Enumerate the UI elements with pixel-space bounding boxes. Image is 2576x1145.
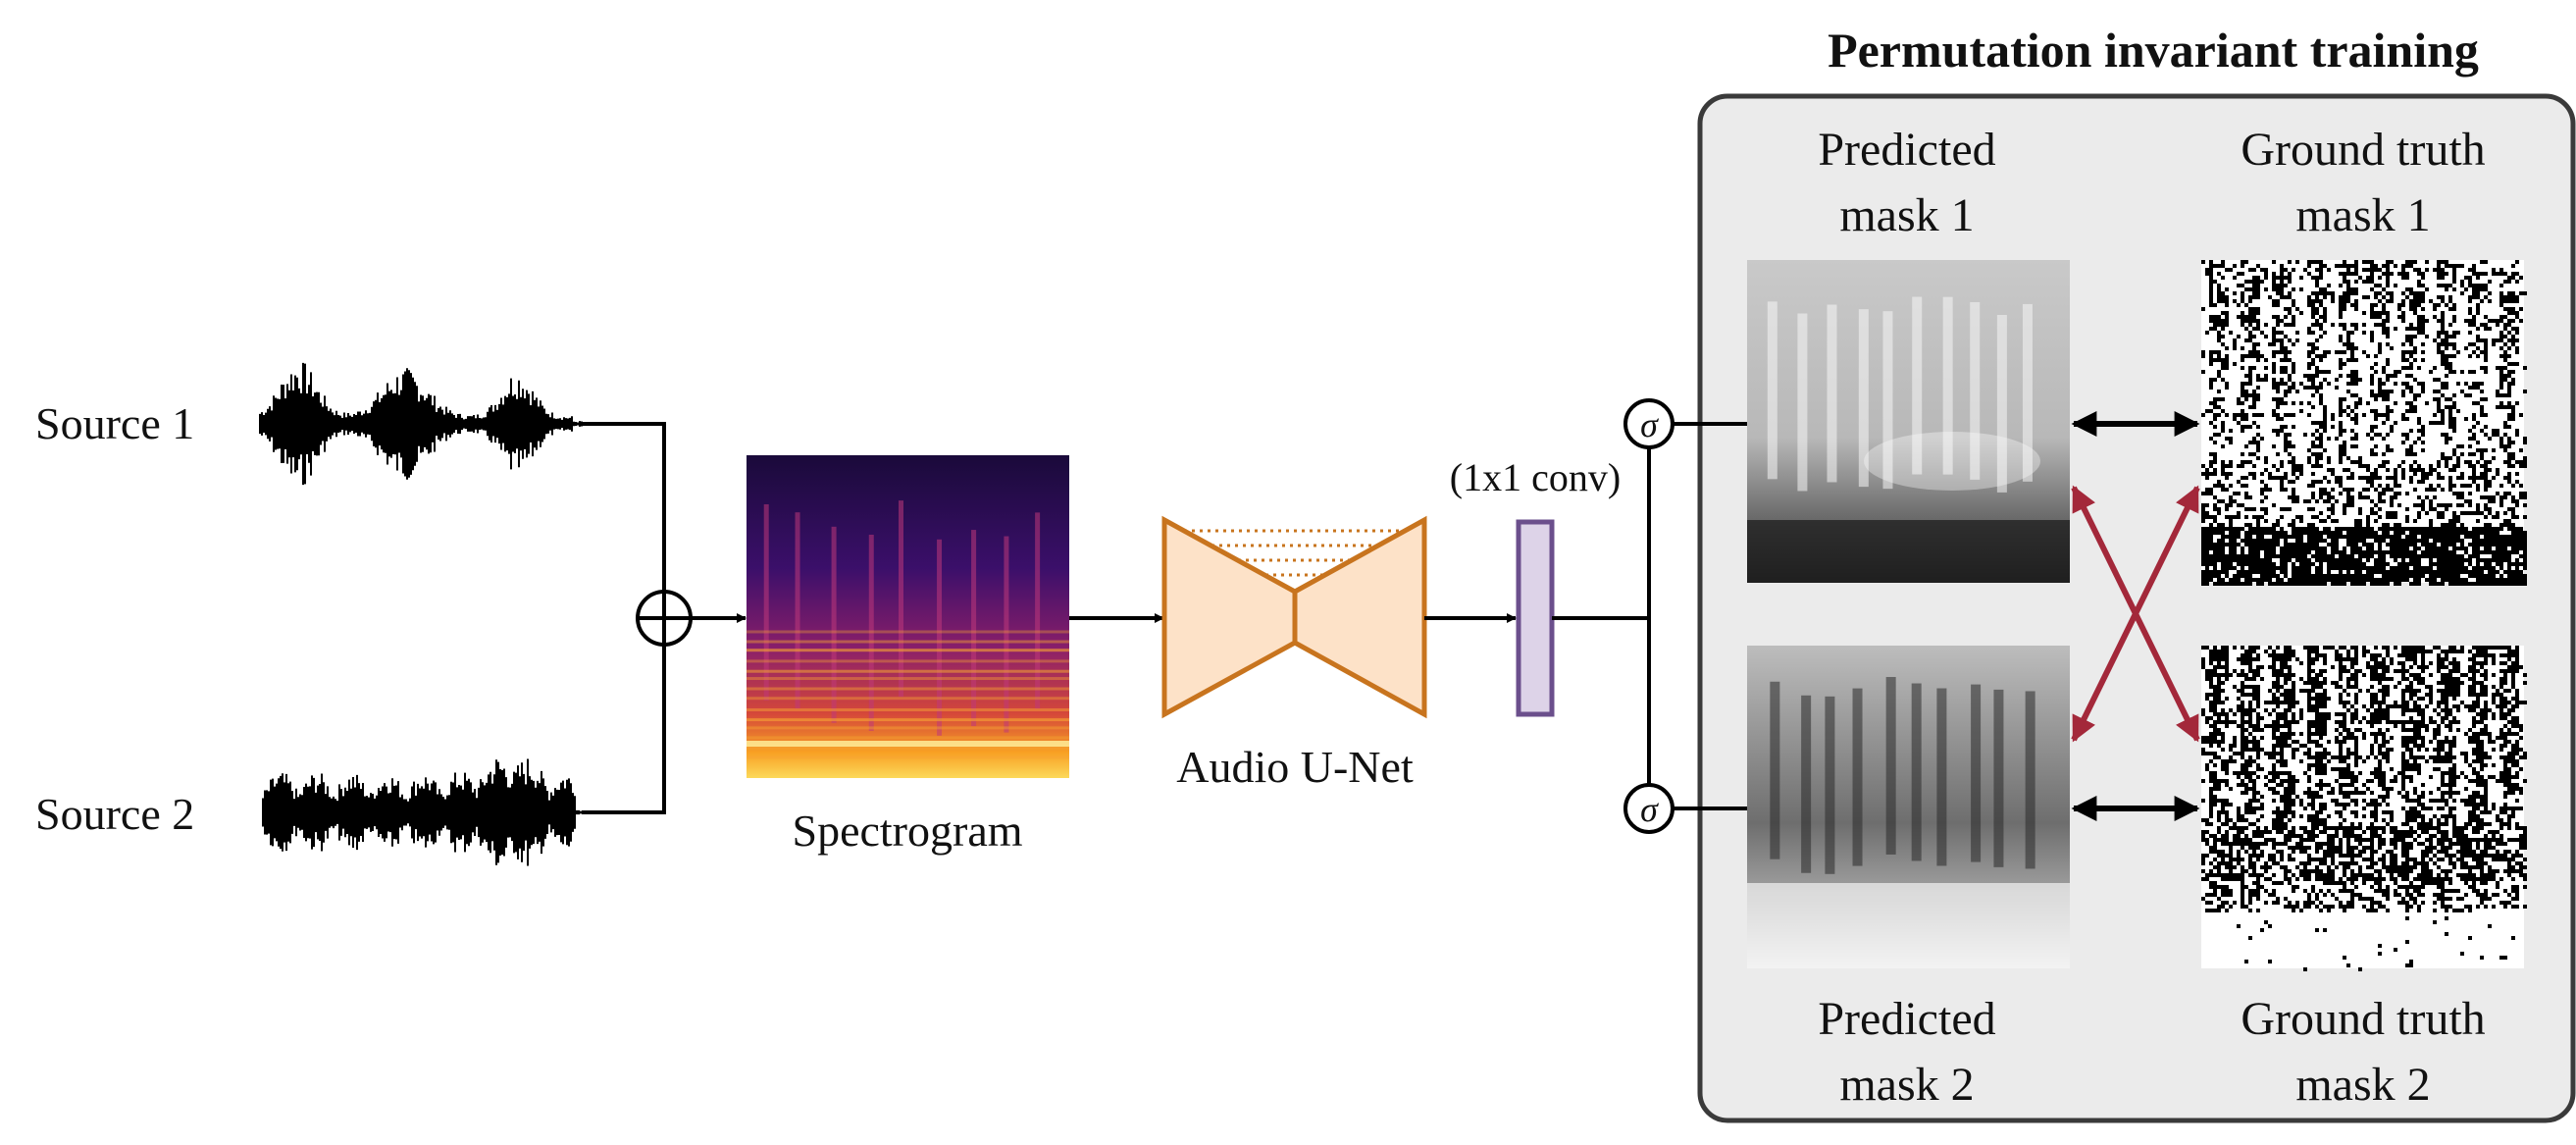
svg-text:σ: σ — [1640, 790, 1659, 829]
svg-text:mask 1: mask 1 — [1839, 189, 1974, 241]
ground-truth-mask-2-label: Ground truth mask 2 — [2241, 993, 2485, 1111]
ground-truth-mask-1-label: Ground truth mask 1 — [2241, 124, 2485, 241]
ground-truth-mask-1-image — [2201, 260, 2527, 586]
predicted-mask-1-image — [1747, 260, 2070, 583]
source-1-label: Source 1 — [35, 398, 194, 448]
conv-block — [1516, 519, 1555, 717]
unet-label: Audio U-Net — [1176, 742, 1414, 792]
split-connector — [1552, 424, 1651, 808]
conv-label: (1x1 conv) — [1450, 455, 1621, 499]
cross-arrow-2 — [2071, 485, 2200, 743]
predicted-mask-2-label: Predicted mask 2 — [1818, 993, 1995, 1111]
mix-connector — [582, 422, 666, 814]
sigma-1-icon: σ — [1623, 398, 1674, 449]
source-2-label: Source 2 — [35, 789, 194, 839]
svg-text:mask 2: mask 2 — [1839, 1059, 1974, 1111]
svg-text:Predicted: Predicted — [1818, 124, 1995, 176]
spectrogram-image — [747, 455, 1069, 778]
sigma-2-icon: σ — [1623, 783, 1674, 834]
svg-text:mask 2: mask 2 — [2295, 1059, 2430, 1111]
predicted-mask-1-label: Predicted mask 1 — [1818, 124, 1995, 241]
source-2-waveform — [262, 758, 582, 866]
ground-truth-mask-2-image — [2201, 646, 2527, 971]
svg-text:Ground truth: Ground truth — [2241, 993, 2485, 1045]
sum-icon — [636, 590, 693, 647]
unet-block — [1161, 515, 1427, 719]
svg-text:σ: σ — [1640, 405, 1659, 444]
spectrogram-label: Spectrogram — [792, 806, 1022, 856]
svg-text:Ground truth: Ground truth — [2241, 124, 2485, 176]
source-1-waveform — [259, 362, 583, 486]
svg-text:Predicted: Predicted — [1818, 993, 1995, 1045]
predicted-mask-2-image — [1747, 646, 2070, 968]
pit-title: Permutation invariant training — [1828, 23, 2479, 78]
svg-text:mask 1: mask 1 — [2295, 189, 2430, 241]
